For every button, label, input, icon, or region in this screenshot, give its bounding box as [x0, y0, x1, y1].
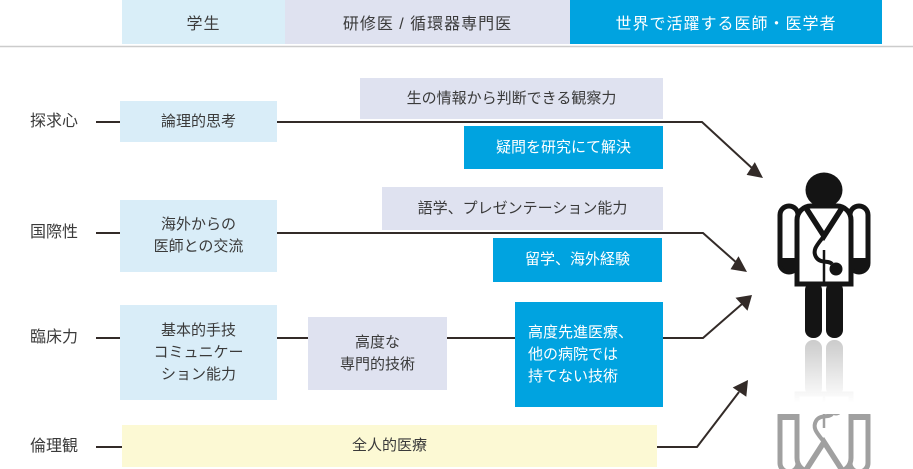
flow-line-row3c — [663, 303, 743, 339]
arrowhead-row1 — [746, 162, 763, 178]
header-stage-student-label: 学生 — [186, 16, 221, 33]
header-stage-resident-label: 研修医 / 循環器専門医 — [342, 16, 513, 33]
skill-box-study-abroad: 留学、海外経験 — [493, 238, 662, 282]
skill-box-advanced-techniques: 高度な 専門的技術 — [308, 317, 447, 390]
category-label-ethics: 倫理観 — [30, 438, 79, 455]
skill-box-basic-skills: 基本的手技 コミュニケー ション能力 — [120, 305, 277, 400]
category-label-international: 国際性 — [30, 224, 79, 241]
flow-line-row4 — [657, 391, 740, 448]
header-stage-resident: 研修医 / 循環器専門医 — [285, 0, 570, 44]
arrowheads — [730, 162, 763, 397]
doctor-icon — [765, 172, 885, 469]
header-stage-global-label: 世界で活躍する医師・医学者 — [615, 16, 837, 33]
category-label-clinical: 臨床力 — [30, 329, 79, 346]
skill-box-advanced-medicine: 高度先進医療、 他の病院では 持てない技術 — [515, 302, 663, 407]
doctor-reflection — [780, 340, 868, 469]
skill-box-research-solving: 疑問を研究にて解決 — [464, 126, 663, 169]
category-connectors — [96, 121, 122, 448]
arrowhead-row2 — [730, 256, 747, 272]
category-label-inquiry: 探求心 — [30, 113, 79, 130]
header-stage-global: 世界で活躍する医師・医学者 — [570, 0, 882, 44]
arrowhead-row3 — [735, 295, 752, 311]
header-stage-student: 学生 — [122, 0, 285, 44]
skill-box-observation: 生の情報から判断できる観察力 — [360, 78, 663, 119]
skill-box-holistic-medicine: 全人的医療 — [122, 425, 657, 467]
skill-box-language-presentation: 語学、プレゼンテーション能力 — [382, 187, 663, 230]
skill-box-overseas-exchange: 海外からの 医師との交流 — [120, 200, 277, 272]
arrowhead-row4 — [732, 380, 748, 397]
skill-box-logical-thinking: 論理的思考 — [120, 101, 277, 142]
